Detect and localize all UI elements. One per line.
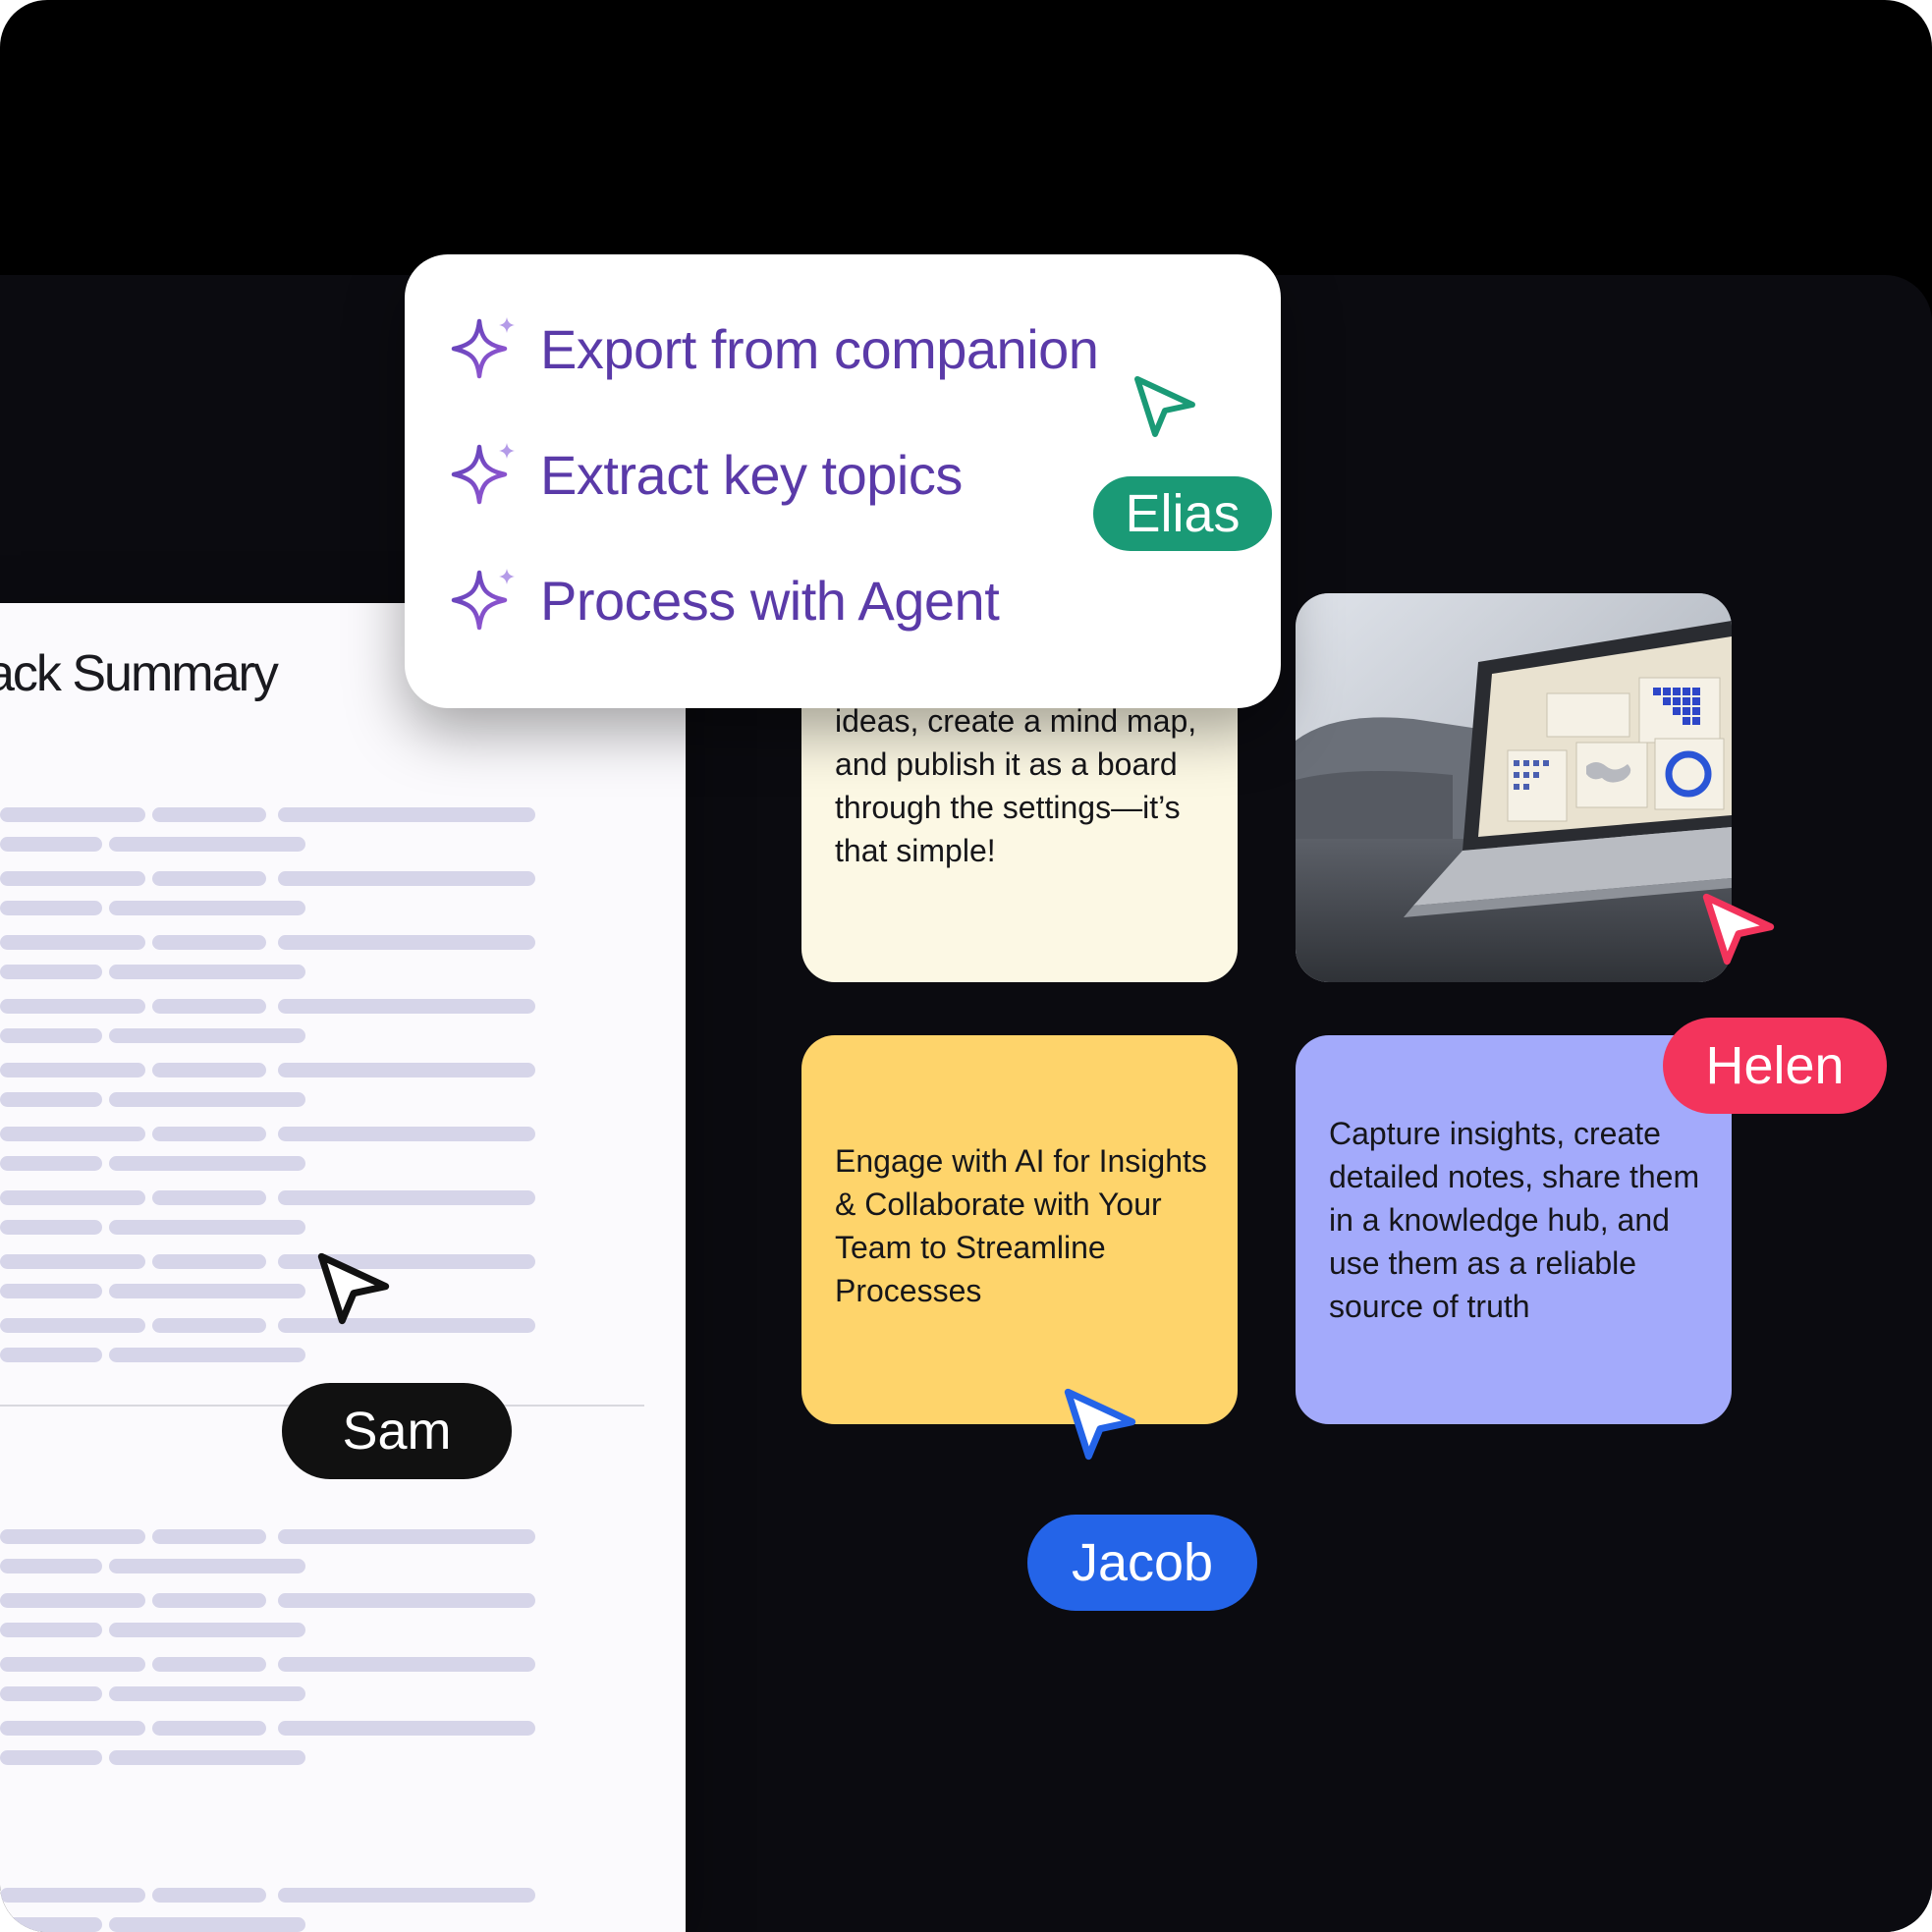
text-line-placeholder [0, 1190, 145, 1205]
cursor-arrow-icon [1064, 1388, 1136, 1461]
photo-card[interactable] [1296, 593, 1732, 982]
text-line-placeholder [109, 1348, 305, 1362]
text-line-placeholder [109, 1028, 305, 1043]
text-line-placeholder [109, 965, 305, 979]
text-line-placeholder [0, 1348, 102, 1362]
text-line-placeholder [0, 837, 102, 852]
text-line-placeholder [0, 1888, 145, 1903]
text-line-placeholder [0, 807, 145, 822]
text-line-placeholder [152, 1254, 266, 1269]
text-line-placeholder [0, 1559, 102, 1573]
text-line-placeholder [0, 1623, 102, 1637]
text-line-placeholder [109, 1917, 305, 1932]
menu-item-process-with-agent[interactable]: Process with Agent [448, 563, 1000, 637]
collaborator-tag-elias: Elias [1093, 476, 1272, 551]
text-line-placeholder [0, 1657, 145, 1672]
text-line-placeholder [0, 1092, 102, 1107]
cursor-arrow-icon [317, 1252, 390, 1325]
text-line-placeholder [152, 1318, 266, 1333]
text-line-placeholder [0, 1529, 145, 1544]
text-line-placeholder [0, 1028, 102, 1043]
note-card-violet-text: Capture insights, create detailed notes,… [1329, 1116, 1700, 1324]
text-line-placeholder [0, 901, 102, 915]
text-line-placeholder [152, 871, 266, 886]
cursor-arrow-icon [1134, 376, 1195, 437]
text-line-placeholder [0, 1318, 145, 1333]
text-line-placeholder [152, 1888, 266, 1903]
menu-item-label: Extract key topics [540, 443, 963, 506]
text-line-placeholder [152, 1127, 266, 1141]
note-card-cream[interactable]: organize it, brainstorm ideas, create a … [801, 668, 1238, 982]
text-line-placeholder [0, 1254, 145, 1269]
text-line-placeholder [278, 1127, 535, 1141]
menu-item-export-from-companion[interactable]: Export from companion [448, 311, 1099, 386]
text-line-placeholder [109, 1686, 305, 1701]
text-line-placeholder [109, 1284, 305, 1298]
text-line-placeholder [109, 1750, 305, 1765]
text-line-placeholder [278, 1529, 535, 1544]
sparkle-icon [451, 569, 515, 631]
text-line-placeholder [278, 807, 535, 822]
text-line-placeholder [0, 935, 145, 950]
menu-item-extract-key-topics[interactable]: Extract key topics [448, 437, 963, 512]
text-line-placeholder [0, 1127, 145, 1141]
text-line-placeholder [278, 1190, 535, 1205]
text-line-placeholder [109, 1220, 305, 1235]
collaborator-tag-helen: Helen [1663, 1018, 1887, 1114]
text-line-placeholder [0, 1593, 145, 1608]
ai-actions-menu: Export from companion Extract key topics… [405, 254, 1281, 708]
note-card-yellow[interactable]: Engage with AI for Insights & Collaborat… [801, 1035, 1238, 1424]
text-line-placeholder [0, 1220, 102, 1235]
document-title: ack Summary [0, 645, 279, 702]
text-line-placeholder [0, 871, 145, 886]
text-line-placeholder [152, 935, 266, 950]
sparkle-icon [451, 443, 515, 505]
text-line-placeholder [152, 1529, 266, 1544]
text-line-placeholder [0, 1156, 102, 1171]
text-line-placeholder [152, 1593, 266, 1608]
text-line-placeholder [0, 965, 102, 979]
collaborator-tag-sam: Sam [282, 1383, 512, 1479]
text-line-placeholder [278, 871, 535, 886]
collaborator-tag-jacob: Jacob [1027, 1515, 1257, 1611]
text-line-placeholder [278, 1063, 535, 1077]
text-line-placeholder [278, 1721, 535, 1736]
text-line-placeholder [152, 1190, 266, 1205]
text-line-placeholder [152, 999, 266, 1014]
text-line-placeholder [278, 1593, 535, 1608]
text-line-placeholder [0, 1721, 145, 1736]
text-line-placeholder [278, 935, 535, 950]
text-line-placeholder [152, 1721, 266, 1736]
text-line-placeholder [0, 1750, 102, 1765]
note-card-yellow-text: Engage with AI for Insights & Collaborat… [835, 1143, 1207, 1308]
text-line-placeholder [0, 999, 145, 1014]
text-line-placeholder [278, 1888, 535, 1903]
text-line-placeholder [109, 1156, 305, 1171]
text-line-placeholder [109, 1623, 305, 1637]
text-line-placeholder [152, 1063, 266, 1077]
text-line-placeholder [278, 999, 535, 1014]
note-card-violet[interactable]: Capture insights, create detailed notes,… [1296, 1035, 1732, 1424]
menu-item-label: Export from companion [540, 317, 1099, 380]
text-line-placeholder [109, 901, 305, 915]
text-line-placeholder [109, 837, 305, 852]
text-line-placeholder [278, 1657, 535, 1672]
text-line-placeholder [0, 1284, 102, 1298]
text-line-placeholder [0, 1686, 102, 1701]
text-line-placeholder [152, 1657, 266, 1672]
text-line-placeholder [109, 1559, 305, 1573]
cursor-arrow-icon [1702, 893, 1775, 966]
text-line-placeholder [0, 1917, 102, 1932]
laptop-dashboard-image [1296, 593, 1732, 982]
text-line-placeholder [152, 807, 266, 822]
text-line-placeholder [109, 1092, 305, 1107]
text-line-placeholder [0, 1063, 145, 1077]
sparkle-icon [451, 317, 515, 379]
menu-item-label: Process with Agent [540, 569, 1000, 632]
